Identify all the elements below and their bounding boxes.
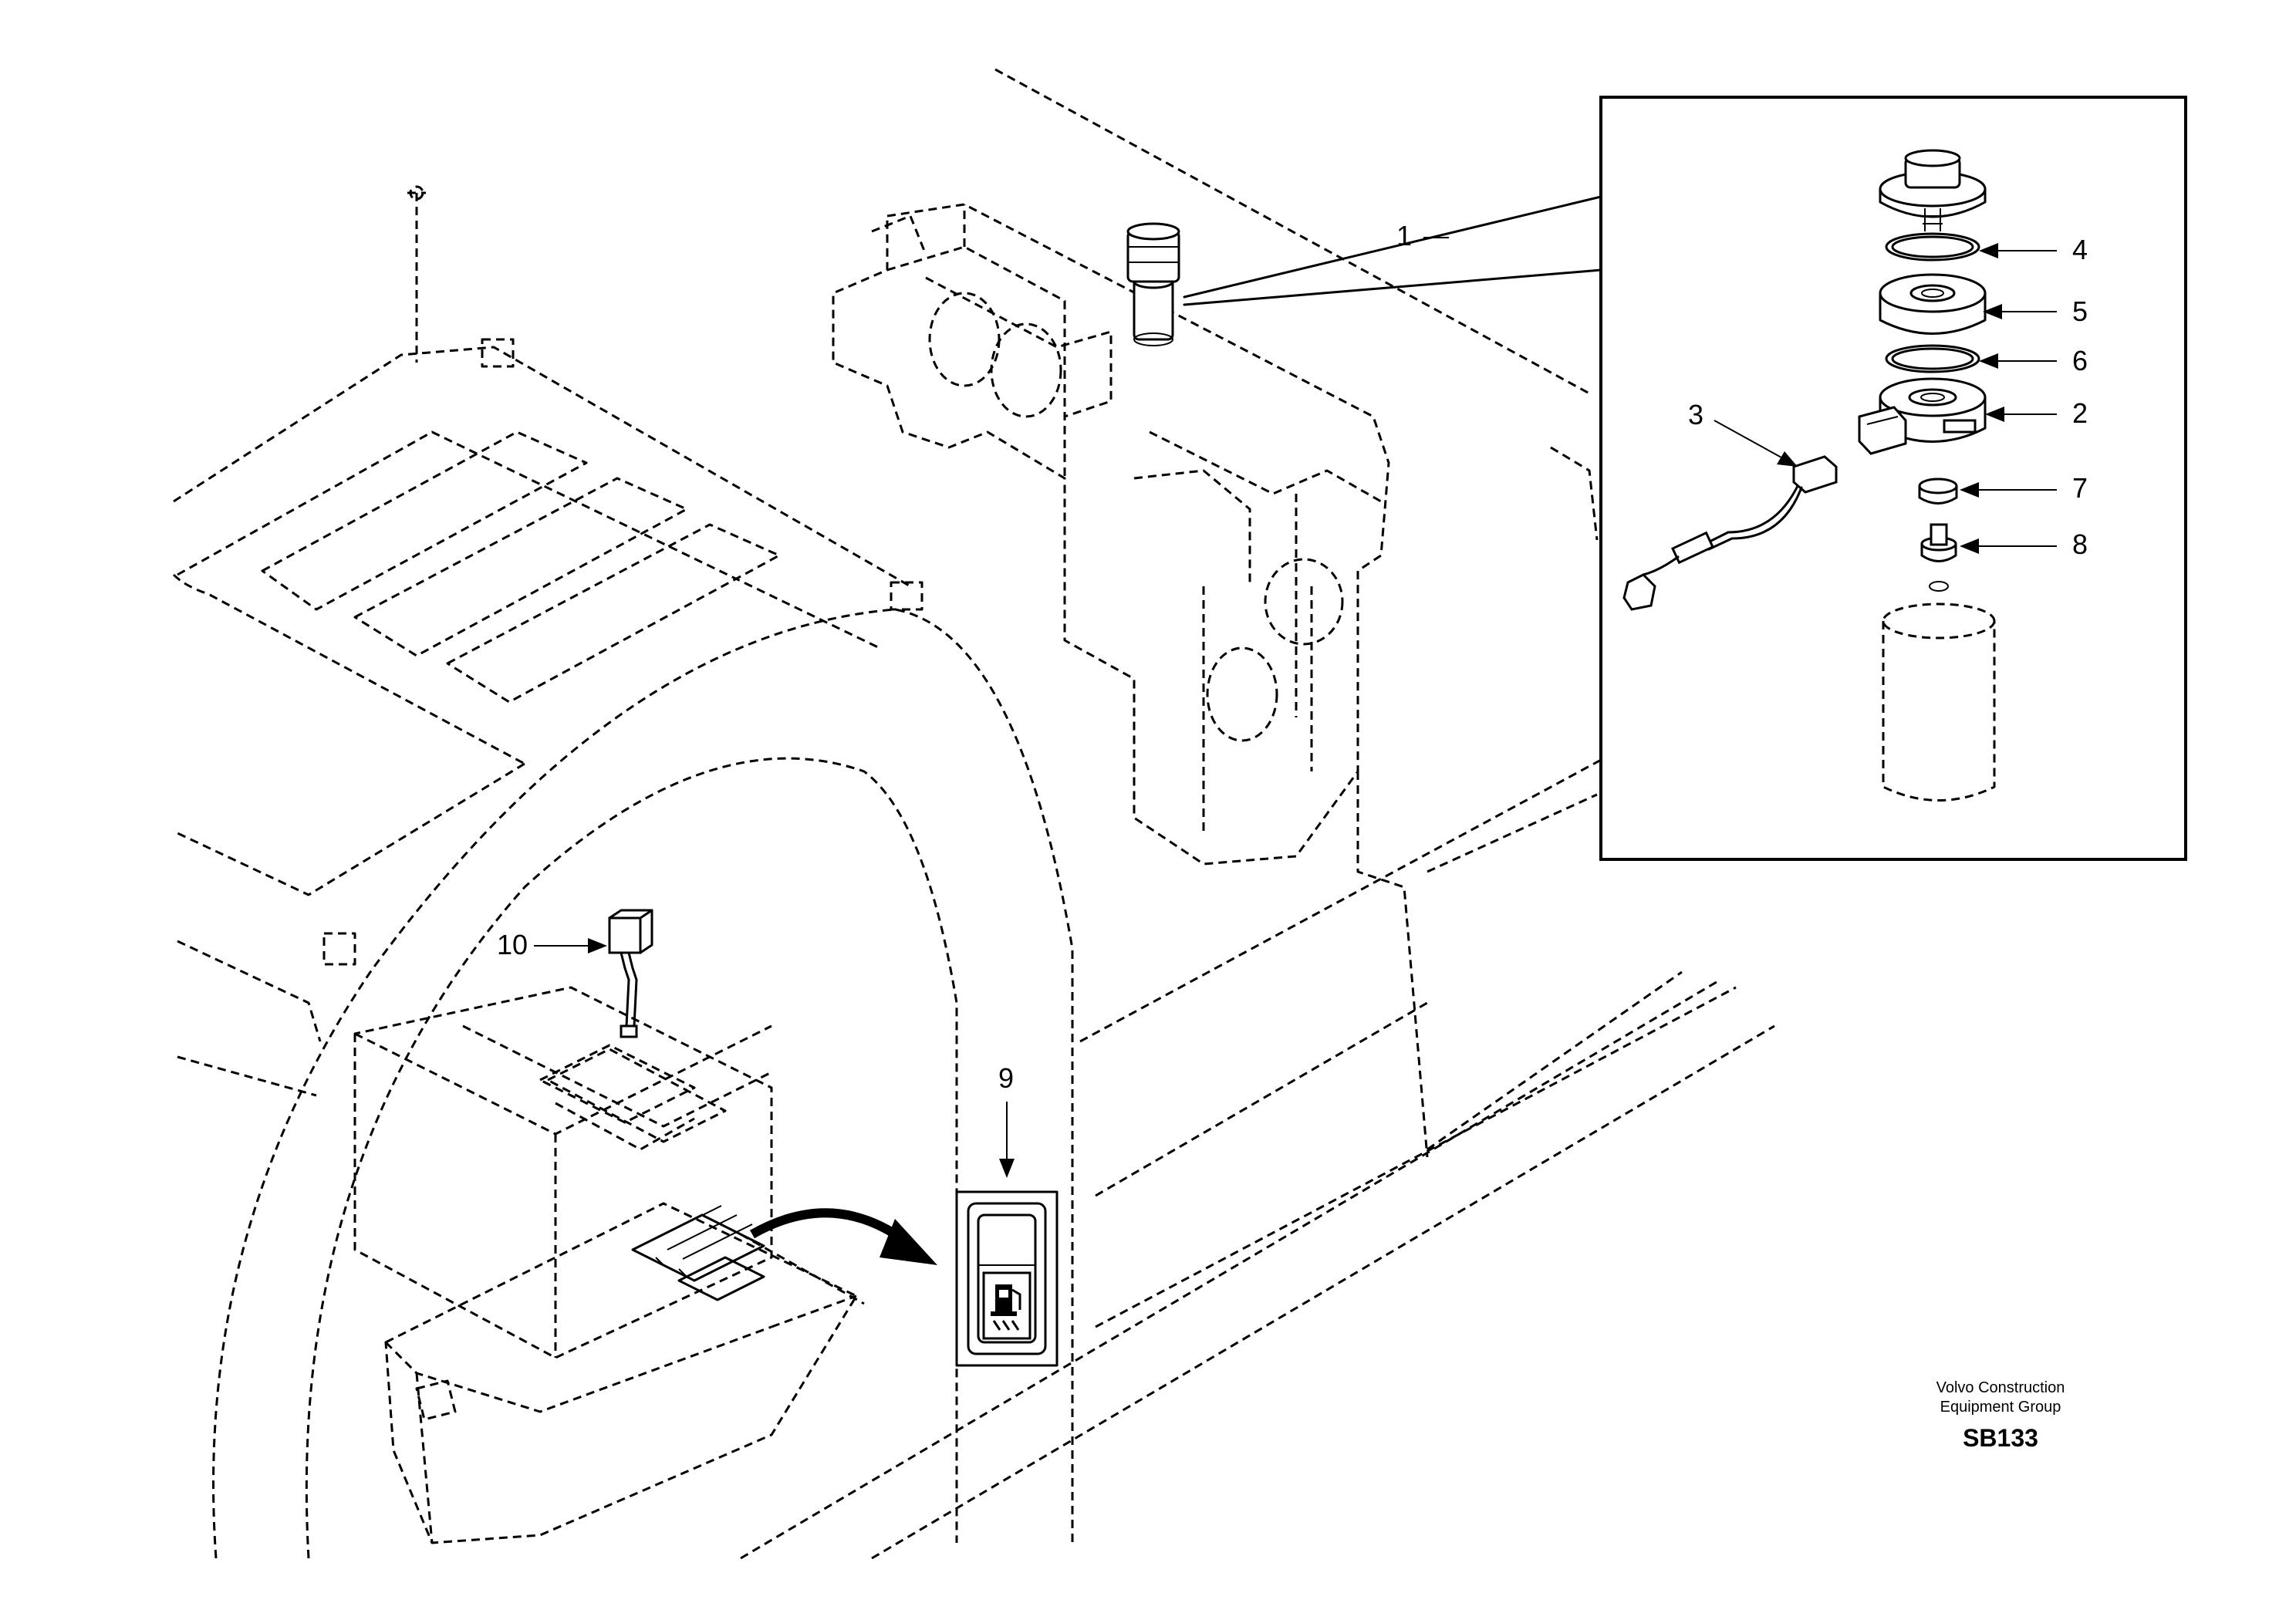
drawing-code: SB133: [1963, 1424, 2038, 1452]
pointer-arrow: [750, 1208, 937, 1265]
callout-9: 9: [998, 1062, 1014, 1094]
callout-3: 3: [1688, 399, 1703, 430]
switch-panel: [631, 1205, 765, 1301]
machine-outline: [172, 68, 1775, 1560]
callouts: 1 4 5 6 2 3 7 8 10 9: [497, 220, 2088, 1178]
fuel-pump-icon: [991, 1284, 1021, 1331]
callout-6: 6: [2072, 345, 2088, 376]
callout-10: 10: [497, 929, 528, 960]
credit-line-1: Volvo Construction: [1936, 1379, 2065, 1396]
switch-part-9: [955, 1190, 1059, 1367]
callout-8: 8: [2072, 528, 2088, 560]
callout-2: 2: [2072, 397, 2088, 429]
callout-4: 4: [2072, 234, 2088, 265]
relay-part-10: [539, 909, 696, 1124]
callout-5: 5: [2072, 295, 2088, 327]
sensor-part-1: [1126, 222, 1180, 346]
credit-block: Volvo Construction Equipment Group SB133: [1936, 1379, 2065, 1452]
callout-7: 7: [2072, 472, 2088, 504]
credit-line-2: Equipment Group: [1940, 1399, 2061, 1416]
callout-1: 1: [1396, 220, 1412, 251]
detail-inset: [1183, 96, 2187, 861]
